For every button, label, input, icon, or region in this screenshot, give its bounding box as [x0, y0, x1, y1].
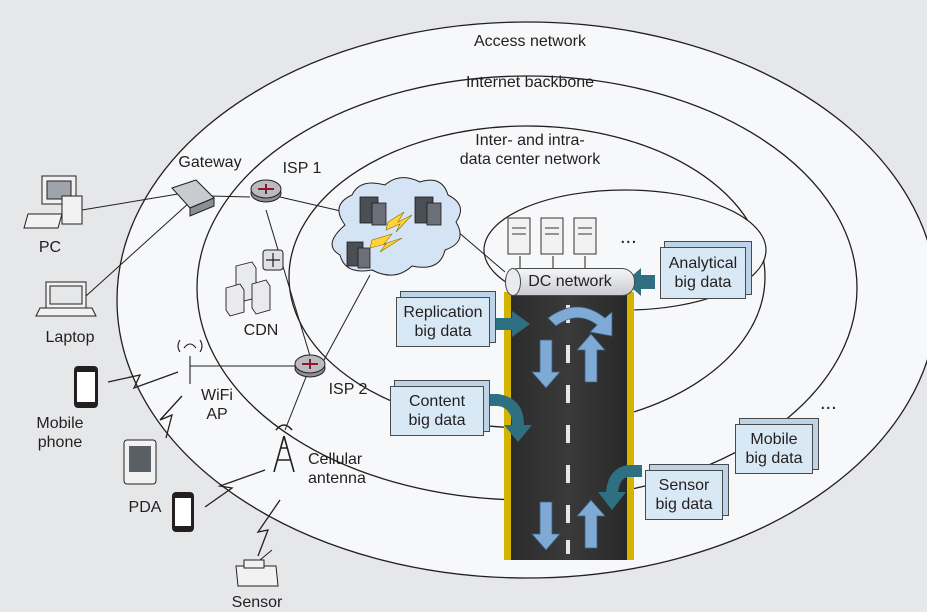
cloud-servers: [346, 196, 442, 269]
mobile-big-data-box: Mobile big data: [735, 424, 813, 474]
cdn-node-icon: [262, 249, 284, 271]
isp1-router-icon: [250, 179, 282, 203]
cellular-antenna-label: Cellular antenna: [308, 451, 366, 487]
replication-big-data-box: Replication big data: [396, 297, 490, 347]
pda-label: PDA: [128, 499, 162, 516]
pda-phone-icon: [172, 492, 194, 532]
dc-network-label: DC network: [528, 273, 612, 290]
cloud-lightning: [369, 211, 413, 253]
mobile-phone-icon: [74, 366, 98, 408]
gateway-label: Gateway: [178, 154, 242, 171]
access-network-label: Access network: [473, 33, 587, 50]
cdn-label: CDN: [243, 322, 279, 339]
mobile-ellipsis: ...: [820, 392, 837, 414]
teal-arrows: [484, 268, 655, 510]
sensor-icon: [235, 549, 279, 587]
cdn-servers-icon: [225, 261, 271, 317]
isp2-label: ISP 2: [328, 381, 368, 398]
gateway-icon: [171, 179, 215, 217]
sensor-big-data-box: Sensor big data: [645, 470, 723, 520]
mobile-phone-label: Mobile phone: [36, 415, 84, 451]
pda-icon: [123, 439, 157, 485]
laptop-label: Laptop: [45, 329, 95, 346]
road-arrows: [531, 306, 613, 551]
internet-backbone-label: Internet backbone: [465, 74, 595, 91]
data-center-label: Inter- and intra- data center network: [459, 132, 601, 168]
laptop-icon: [35, 281, 97, 317]
sensor-label: Sensor: [231, 594, 283, 611]
connection-lines: [81, 191, 586, 431]
dc-network-pipe: DC network: [505, 268, 635, 296]
isp2-router-icon: [294, 354, 326, 378]
cellular-antenna-icon: [273, 424, 295, 473]
analytical-big-data-box: Analytical big data: [660, 247, 746, 299]
isp1-label: ISP 1: [282, 160, 322, 177]
wifi-ap-label: WiFi AP: [201, 387, 233, 423]
pc-icon: [23, 175, 83, 229]
pc-label: PC: [38, 239, 62, 256]
wireless-links: [107, 371, 281, 557]
dc-servers: [507, 217, 597, 255]
content-big-data-box: Content big data: [390, 386, 484, 436]
server-ellipsis: ...: [620, 226, 637, 248]
wifi-ap-icon: [177, 339, 203, 384]
